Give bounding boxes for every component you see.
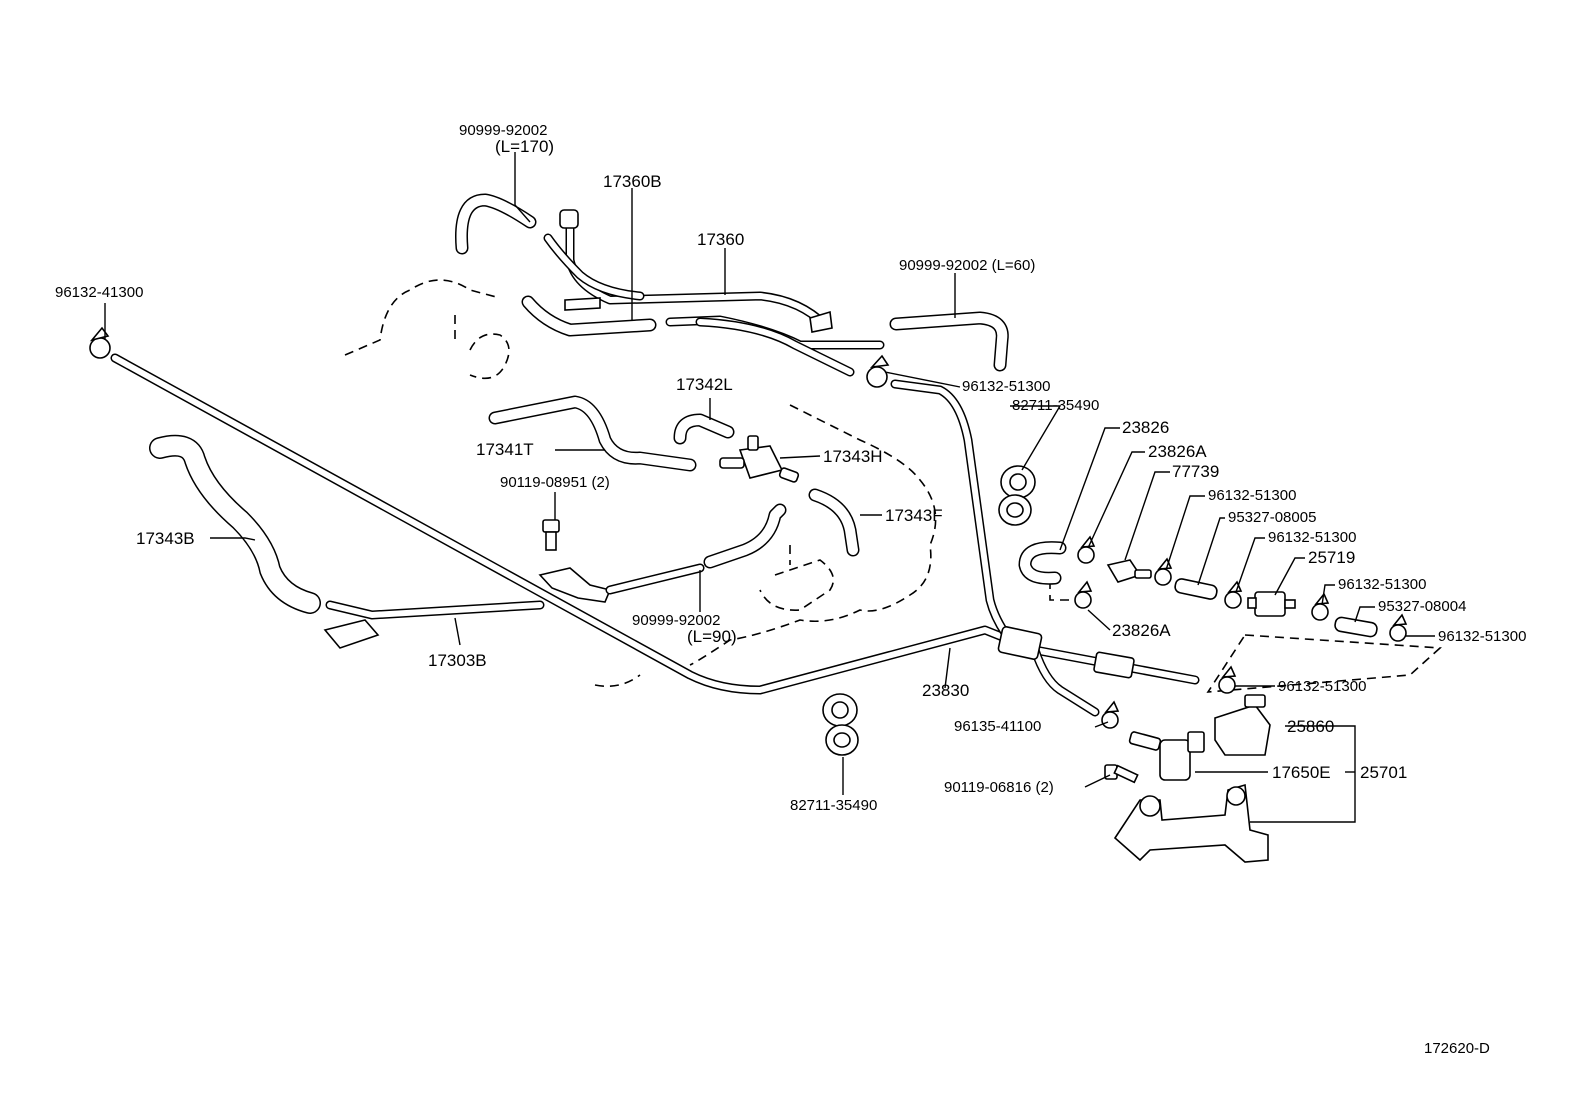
label-23826A-bottom: 23826A <box>1112 621 1171 640</box>
pipe-17360 <box>543 209 885 377</box>
leader-lines <box>104 152 1435 823</box>
label-90999-92002-l90: 90999-92002 <box>632 612 720 629</box>
label-23826A-top: 23826A <box>1148 442 1207 461</box>
pipe-23830 <box>110 353 1200 717</box>
clip-82711-35490-bottom <box>822 693 859 756</box>
bracket-center <box>538 563 705 603</box>
pipe-17303B <box>323 600 545 649</box>
label-96132-51300-e: 96132-51300 <box>1278 678 1366 695</box>
bolt-90119-08951 <box>542 519 560 551</box>
clamp-51300-b <box>1224 580 1243 609</box>
label-96132-51300-top: 96132-51300 <box>962 378 1050 395</box>
hose-l60 <box>889 311 1009 372</box>
throttle-outline <box>759 545 835 611</box>
label-90999-92002-l170: 90999-92002 <box>459 122 547 139</box>
label-90119-06816: 90119-06816 (2) <box>944 779 1054 796</box>
label-17343H: 17343H <box>823 447 883 466</box>
hose-17360B <box>521 295 657 337</box>
label-23830: 23830 <box>922 681 969 700</box>
clamp-96135-41100 <box>1101 700 1120 729</box>
valve-25860 <box>1214 694 1271 756</box>
label-l90: (L=90) <box>687 627 737 646</box>
bolt-90119-06816 <box>1104 764 1139 784</box>
label-17341T: 17341T <box>476 440 534 459</box>
part-labels: 90999-92002 (L=170) 17360B 17360 90999-9… <box>55 122 1526 1057</box>
hose-23826 <box>1018 541 1067 585</box>
clamp-51300-c <box>1311 592 1330 621</box>
hose-17342L <box>673 413 735 445</box>
label-17303B: 17303B <box>428 651 487 670</box>
label-96135-41100: 96135-41100 <box>954 718 1041 735</box>
label-25860: 25860 <box>1287 717 1334 736</box>
label-90119-08951: 90119-08951 (2) <box>500 474 610 491</box>
diagram-id: 172620-D <box>1424 1040 1490 1057</box>
clamp-51300-a <box>1154 557 1173 586</box>
label-90999-92002-l60: 90999-92002 (L=60) <box>899 257 1035 274</box>
hose-l90 <box>703 503 787 569</box>
label-17650E: 17650E <box>1272 763 1331 782</box>
hose-17343B <box>149 434 321 614</box>
label-95327-08005: 95327-08005 <box>1228 509 1316 526</box>
clamp-23826A-bottom <box>1074 580 1093 609</box>
label-17343B: 17343B <box>136 529 195 548</box>
label-17343F: 17343F <box>885 506 943 525</box>
part-77739 <box>1106 559 1152 583</box>
hose-95327-08005 <box>1174 578 1218 600</box>
label-23826: 23826 <box>1122 418 1169 437</box>
label-17360B: 17360B <box>603 172 662 191</box>
hose-95327-08004 <box>1334 616 1378 638</box>
valve-17650E <box>1128 731 1205 781</box>
label-17360: 17360 <box>697 230 744 249</box>
label-96132-51300-c: 96132-51300 <box>1338 576 1426 593</box>
label-96132-51300-b: 96132-51300 <box>1268 529 1356 546</box>
engine-outline <box>344 279 1442 693</box>
label-77739: 77739 <box>1172 462 1219 481</box>
filter-25719 <box>1247 591 1296 617</box>
hose-17343F <box>808 488 860 557</box>
label-95327-08004: 95327-08004 <box>1378 598 1466 615</box>
valve-17343H <box>719 435 800 483</box>
hose-17341T <box>488 395 697 472</box>
label-82711-35490-top: 82711-35490 <box>1012 397 1099 414</box>
clamp-51300-d <box>1389 613 1408 642</box>
label-96132-51300-d: 96132-51300 <box>1438 628 1526 645</box>
label-96132-41300: 96132-41300 <box>55 284 143 301</box>
label-l170: (L=170) <box>495 137 554 156</box>
label-96132-51300-a: 96132-51300 <box>1208 487 1296 504</box>
label-82711-35490-bottom: 82711-35490 <box>790 797 877 814</box>
clamp-96132-41300 <box>89 326 111 359</box>
clamp-96132-51300-top-shape <box>866 354 890 388</box>
clamp-51300-e <box>1218 665 1237 694</box>
hose-l170 <box>454 193 537 255</box>
bracket-25701 <box>1113 783 1269 863</box>
label-25701: 25701 <box>1360 763 1407 782</box>
label-17342L: 17342L <box>676 375 733 394</box>
clip-82711-35490-top <box>998 465 1036 526</box>
label-25719: 25719 <box>1308 548 1355 567</box>
